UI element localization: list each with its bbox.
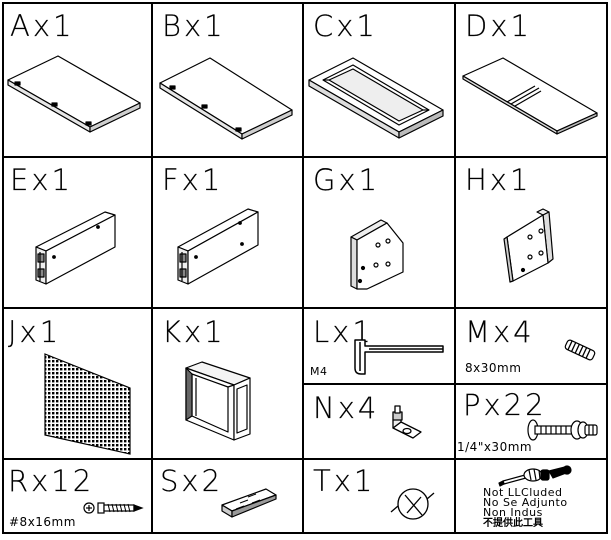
part-k-label: Kx1: [162, 315, 226, 349]
part-b-label: Bx1: [162, 9, 226, 43]
part-d-glass-drawing: [462, 57, 598, 135]
part-m-spec: 8x30mm: [465, 361, 522, 375]
part-b-panel-drawing: [159, 57, 293, 140]
part-l-spec: M4: [310, 365, 328, 378]
part-f-label: Fx1: [162, 163, 224, 197]
not-included-line-2: No Se Adjunto: [483, 496, 568, 509]
part-a-panel-drawing: [7, 55, 141, 133]
screwdriver-icon: [498, 465, 572, 487]
cam-bolt-icon: [527, 419, 598, 441]
part-e-side-board-drawing: [35, 211, 116, 285]
part-p-label: Px22: [463, 388, 547, 422]
part-d-label: Dx1: [465, 9, 532, 43]
part-t-label: Tx1: [313, 464, 376, 498]
part-g-label: Gx1: [313, 163, 381, 197]
not-included-line-1: Not LLCluded: [483, 486, 563, 499]
part-e-label: Ex1: [10, 163, 73, 197]
not-included-chinese: 不提供此工具: [483, 518, 543, 529]
part-c-label: Cx1: [313, 9, 378, 43]
part-h-label: Hx1: [465, 163, 532, 197]
shim-wedge-icon: [221, 488, 277, 518]
part-m-label: Mx4: [465, 315, 535, 349]
part-c-frame-drawing: [308, 57, 444, 139]
part-j-mesh-panel-drawing: [44, 353, 131, 455]
part-h-bracket-drawing: [503, 208, 554, 283]
part-k-frame-assembly-drawing: [185, 361, 251, 441]
anti-tip-strap-icon: [390, 488, 435, 520]
part-j-label: Jx1: [8, 315, 62, 349]
part-a-label: Ax1: [10, 9, 75, 43]
part-g-bracket-drawing: [350, 219, 404, 290]
not-included-line-3: Non Indus: [483, 506, 543, 519]
part-r-label: Rx12: [8, 464, 95, 498]
screw-icon: [83, 502, 144, 514]
hex-key-icon: [354, 339, 444, 375]
part-r-spec: #8x16mm: [9, 515, 76, 529]
part-p-spec: 1/4"x30mm: [457, 440, 533, 454]
part-n-label: Nx4: [313, 391, 380, 425]
shelf-support-clip-icon: [392, 405, 422, 439]
dowel-icon: [564, 339, 596, 361]
part-f-side-board-drawing: [177, 208, 259, 285]
part-s-label: Sx2: [160, 464, 224, 498]
